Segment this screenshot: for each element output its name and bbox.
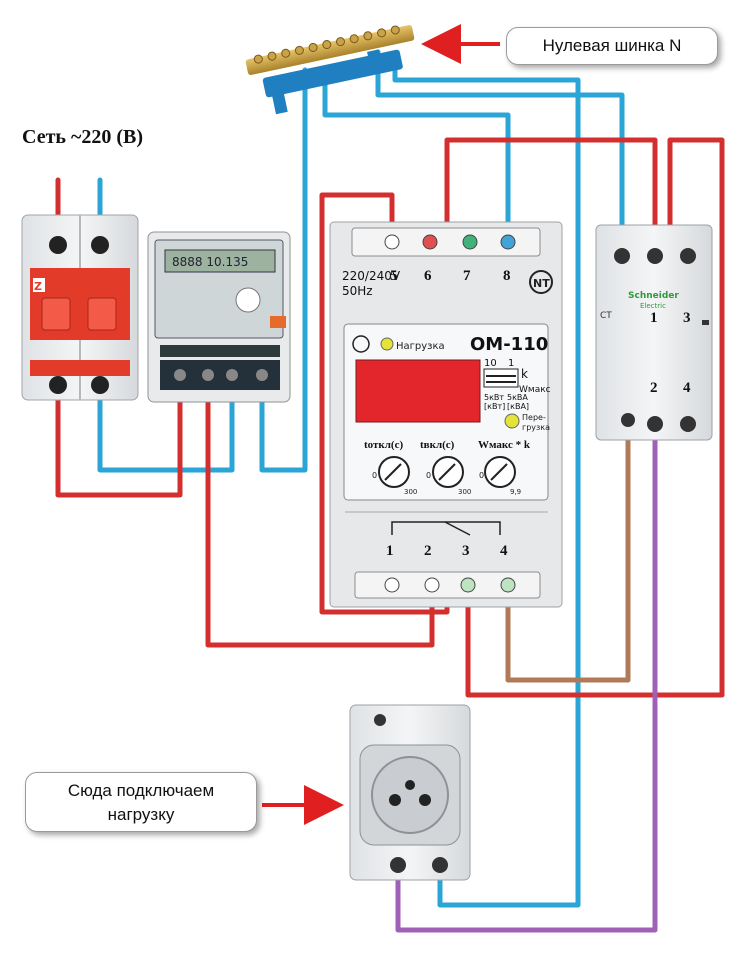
dip-k: k [521, 367, 528, 381]
knob-label-power: Wмакс * k [478, 439, 531, 451]
unit-left-2: 5кВт [484, 393, 504, 402]
svg-text:NT: NT [533, 277, 550, 290]
relay-bottom-terminal-3: 3 [462, 543, 470, 559]
nt-logo-icon: NT [529, 270, 553, 294]
wires [55, 49, 725, 933]
relay-top-terminal-8: 8 [503, 268, 511, 284]
din-socket [349, 704, 471, 881]
contactor-ct: CT [600, 311, 612, 321]
relay-display [355, 359, 481, 423]
control-wire-relay-to-contactor [505, 417, 631, 683]
relay-model: ОМ-110 [470, 334, 548, 355]
relay-top-terminal-5: 5 [390, 268, 398, 284]
electric-meter: 8888 10.135 [147, 231, 291, 403]
dip-switch [483, 368, 519, 388]
knob-label-on: tвкл(с) [420, 439, 455, 451]
overload-led-icon [504, 413, 520, 429]
neutral-bus-callout: Нулевая шинка N [506, 27, 718, 65]
load-wire-contactor-to-socket [395, 437, 658, 933]
neutral-bus [245, 25, 415, 115]
overload-label-1: Пере- [522, 413, 546, 422]
dip-w: Wмакс [519, 385, 551, 395]
overload-label-2: грузка [522, 423, 550, 432]
knob-power-scale-start: 0 [479, 471, 484, 480]
contactor-brand-sub: Electric [640, 302, 666, 310]
knob-power-icon[interactable] [484, 456, 516, 488]
relay-bottom-terminal-2: 2 [424, 543, 432, 559]
relay-voltage: 220/240V [342, 269, 401, 283]
relay-om110: 220/240V 50Hz 5 6 7 8 NT Нагрузка ОМ-110… [329, 221, 563, 608]
knob-on-scale-end: 300 [458, 488, 471, 496]
dip-value-10: 10 [484, 358, 497, 369]
phase-wire-to-contactor [444, 137, 658, 253]
contactor-terminal-4: 4 [683, 380, 691, 396]
socket-pin-icon [419, 794, 431, 806]
knob-power-scale-end: 9,9 [510, 488, 521, 496]
relay-bottom-terminal-1: 1 [386, 543, 394, 559]
circuit-breaker: Z [21, 214, 139, 401]
breaker-brand: Z [34, 280, 42, 293]
unit-left-1: [кВт] [484, 402, 505, 411]
contactor-terminal-1: 1 [650, 310, 658, 326]
knob-off-icon[interactable] [378, 456, 410, 488]
knob-on-scale-start: 0 [426, 471, 431, 480]
network-label: Сеть ~220 (В) [22, 126, 144, 148]
knob-off-scale-start: 0 [372, 471, 377, 480]
knob-on-icon[interactable] [432, 456, 464, 488]
socket-pin-icon [389, 794, 401, 806]
relay-frequency: 50Hz [342, 284, 373, 298]
neutral-wire-bus-to-relay [322, 67, 511, 243]
svg-text:8888 10.135: 8888 10.135 [172, 255, 248, 269]
dip-value-1: 1 [508, 358, 514, 369]
contactor-terminal-3: 3 [683, 310, 691, 326]
unit-right-2: 5кВА [507, 393, 528, 402]
neutral-wire-bus-to-socket [392, 55, 581, 908]
contactor: Schneider Electric CT 1 3 2 4 [595, 224, 713, 441]
relay-top-terminal-7: 7 [463, 268, 471, 284]
neutral-wire-meter-to-bus [259, 67, 308, 473]
relay-top-terminal-6: 6 [424, 268, 432, 284]
load-callout-line-2: нагрузку [107, 805, 175, 824]
neutral-wire-breaker-out-to-meter [97, 382, 235, 473]
load-callout-line-1: Сюда подключаем [67, 781, 215, 800]
phase-wire-breaker-to-meter [55, 382, 183, 498]
relay-bottom-terminal-4: 4 [500, 543, 508, 559]
contactor-terminal-2: 2 [650, 380, 658, 396]
knob-label-off: tоткл(с) [364, 439, 403, 451]
phase-wire-contactor-loop [465, 137, 725, 698]
knob-off-scale-end: 300 [404, 488, 417, 496]
contactor-brand: Schneider [628, 291, 679, 301]
neutral-bus-label: Нулевая шинка N [542, 36, 682, 55]
phase-wire-meter-to-relay [205, 387, 435, 648]
nt-logo-small-icon [352, 335, 370, 353]
unit-right-1: [кВА] [507, 402, 529, 411]
load-led-icon [380, 337, 394, 351]
load-callout: Сюда подключаем нагрузку [25, 772, 257, 832]
load-led-label: Нагрузка [396, 341, 445, 352]
